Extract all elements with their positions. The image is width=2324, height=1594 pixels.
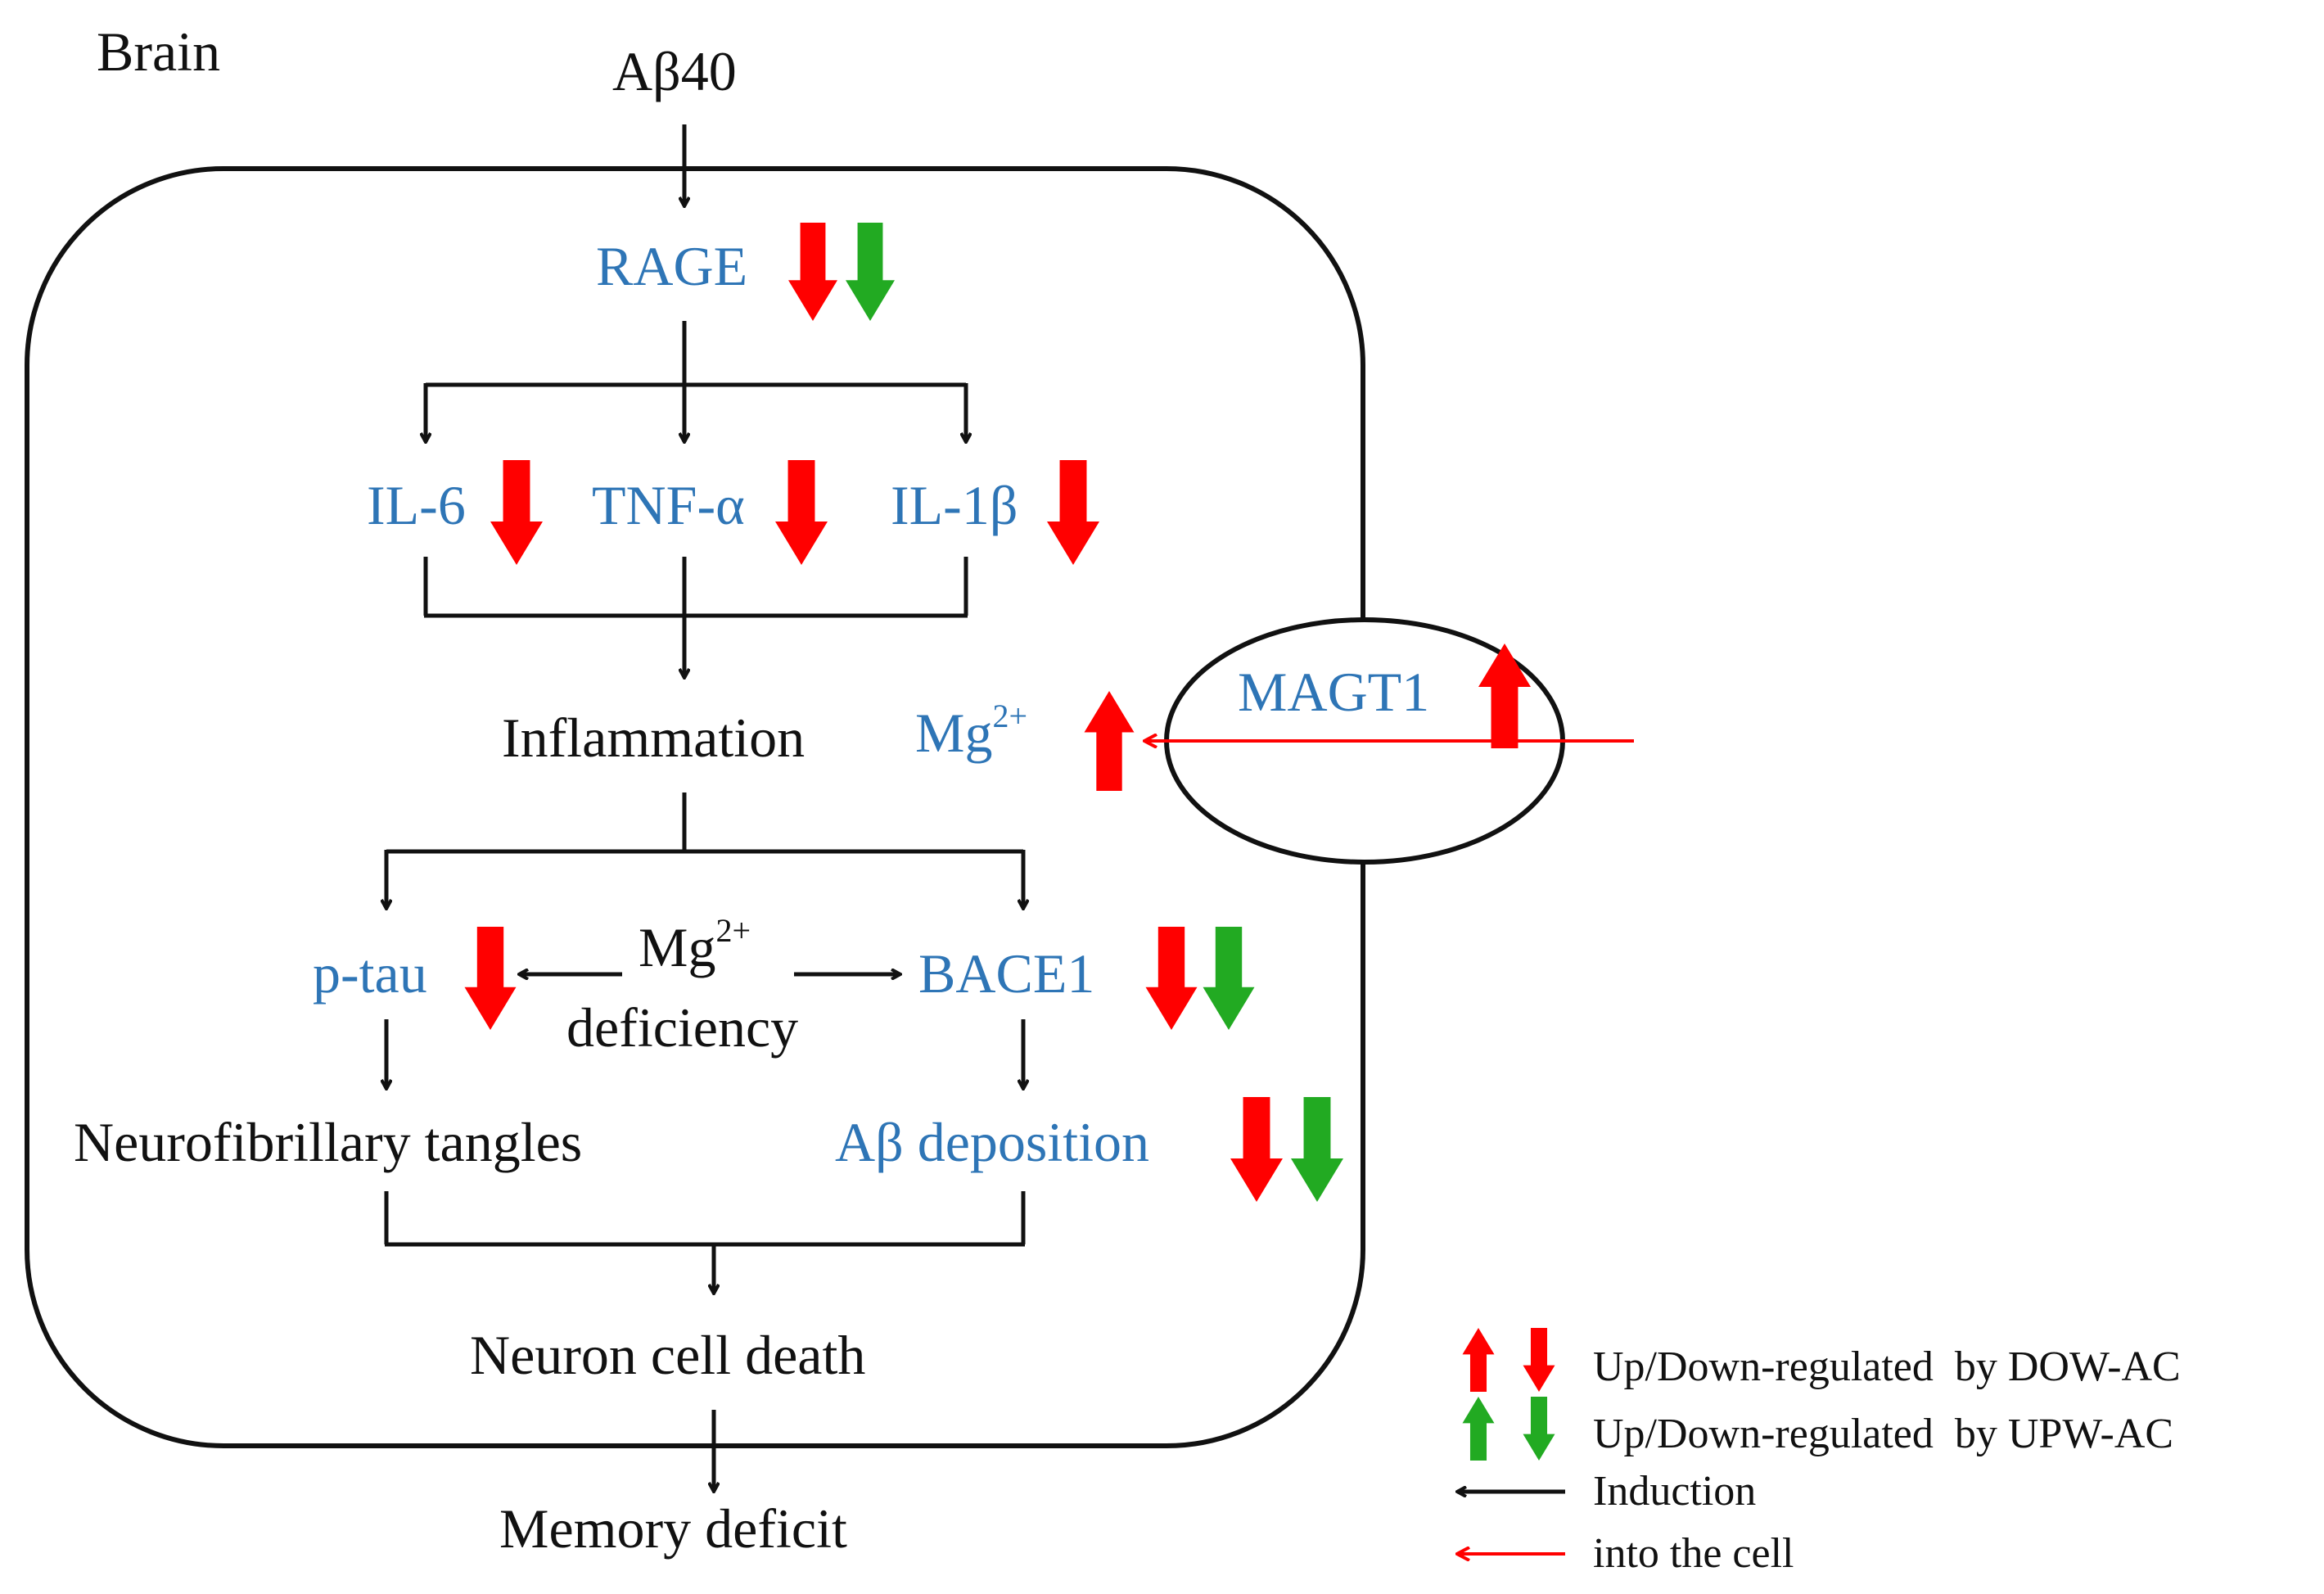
- ptau-dow-down-arrow: [464, 927, 517, 1030]
- bace1-dow-down-arrow: [1145, 927, 1198, 1030]
- rage-dow-down-arrow: [788, 223, 837, 321]
- il1b-label: IL-1β: [891, 474, 1018, 536]
- rage-upw-down-arrow: [846, 223, 895, 321]
- legend-into-cell-label: into the cell: [1593, 1530, 1794, 1577]
- legend-dow-label: Up/Down-regulated by DOW-AC: [1593, 1343, 2181, 1390]
- legend-dow-down-icon: [1523, 1328, 1555, 1392]
- nft-label: Neurofibrillary tangles: [74, 1111, 582, 1173]
- tnf-dow-down-arrow: [775, 460, 828, 565]
- abdep-label: Aβ deposition: [835, 1111, 1149, 1173]
- abeta40-label: Aβ40: [612, 40, 737, 102]
- magt1-label: MAGT1: [1238, 661, 1429, 723]
- legend-induction-label: Induction: [1593, 1468, 1756, 1515]
- mg-deficiency-sup: 2+: [715, 912, 751, 949]
- tnf-label: TNF-α: [592, 474, 745, 536]
- inflammation-label: Inflammation: [502, 707, 805, 769]
- legend-upw-label: Up/Down-regulated by UPW-AC: [1593, 1411, 2173, 1457]
- deficiency-label: deficiency: [566, 996, 798, 1059]
- il6-dow-down-arrow: [490, 460, 543, 565]
- cell-membrane: [25, 166, 1365, 1448]
- bace1-upw-down-arrow: [1203, 927, 1255, 1030]
- mg-influx-label: Mg2+: [915, 698, 1027, 764]
- legend-upw-down-icon: [1523, 1397, 1555, 1461]
- mg-deficiency-ion: Mg2+: [639, 912, 751, 978]
- mg-deficiency-base: Mg: [639, 916, 715, 978]
- mg-dow-up-arrow: [1084, 691, 1135, 791]
- mg-influx-base: Mg: [915, 702, 992, 764]
- memory-label: Memory deficit: [499, 1497, 847, 1560]
- death-label: Neuron cell death: [470, 1324, 865, 1386]
- abdep-upw-down-arrow: [1291, 1097, 1343, 1202]
- bace1-label: BACE1: [918, 942, 1094, 1005]
- ptau-label: p-tau: [313, 942, 427, 1005]
- abdep-dow-down-arrow: [1230, 1097, 1283, 1202]
- legend-upw-up-icon: [1462, 1397, 1495, 1461]
- rage-label: RAGE: [596, 235, 747, 297]
- legend-dow-up-icon: [1462, 1328, 1495, 1392]
- mg-influx-sup: 2+: [992, 698, 1027, 734]
- il6-label: IL-6: [367, 474, 466, 536]
- il1b-dow-down-arrow: [1047, 460, 1099, 565]
- legend: Up/Down-regulated by DOW-AC Up/Down-regu…: [1457, 1328, 2181, 1577]
- diagram-title: Brain: [97, 20, 220, 83]
